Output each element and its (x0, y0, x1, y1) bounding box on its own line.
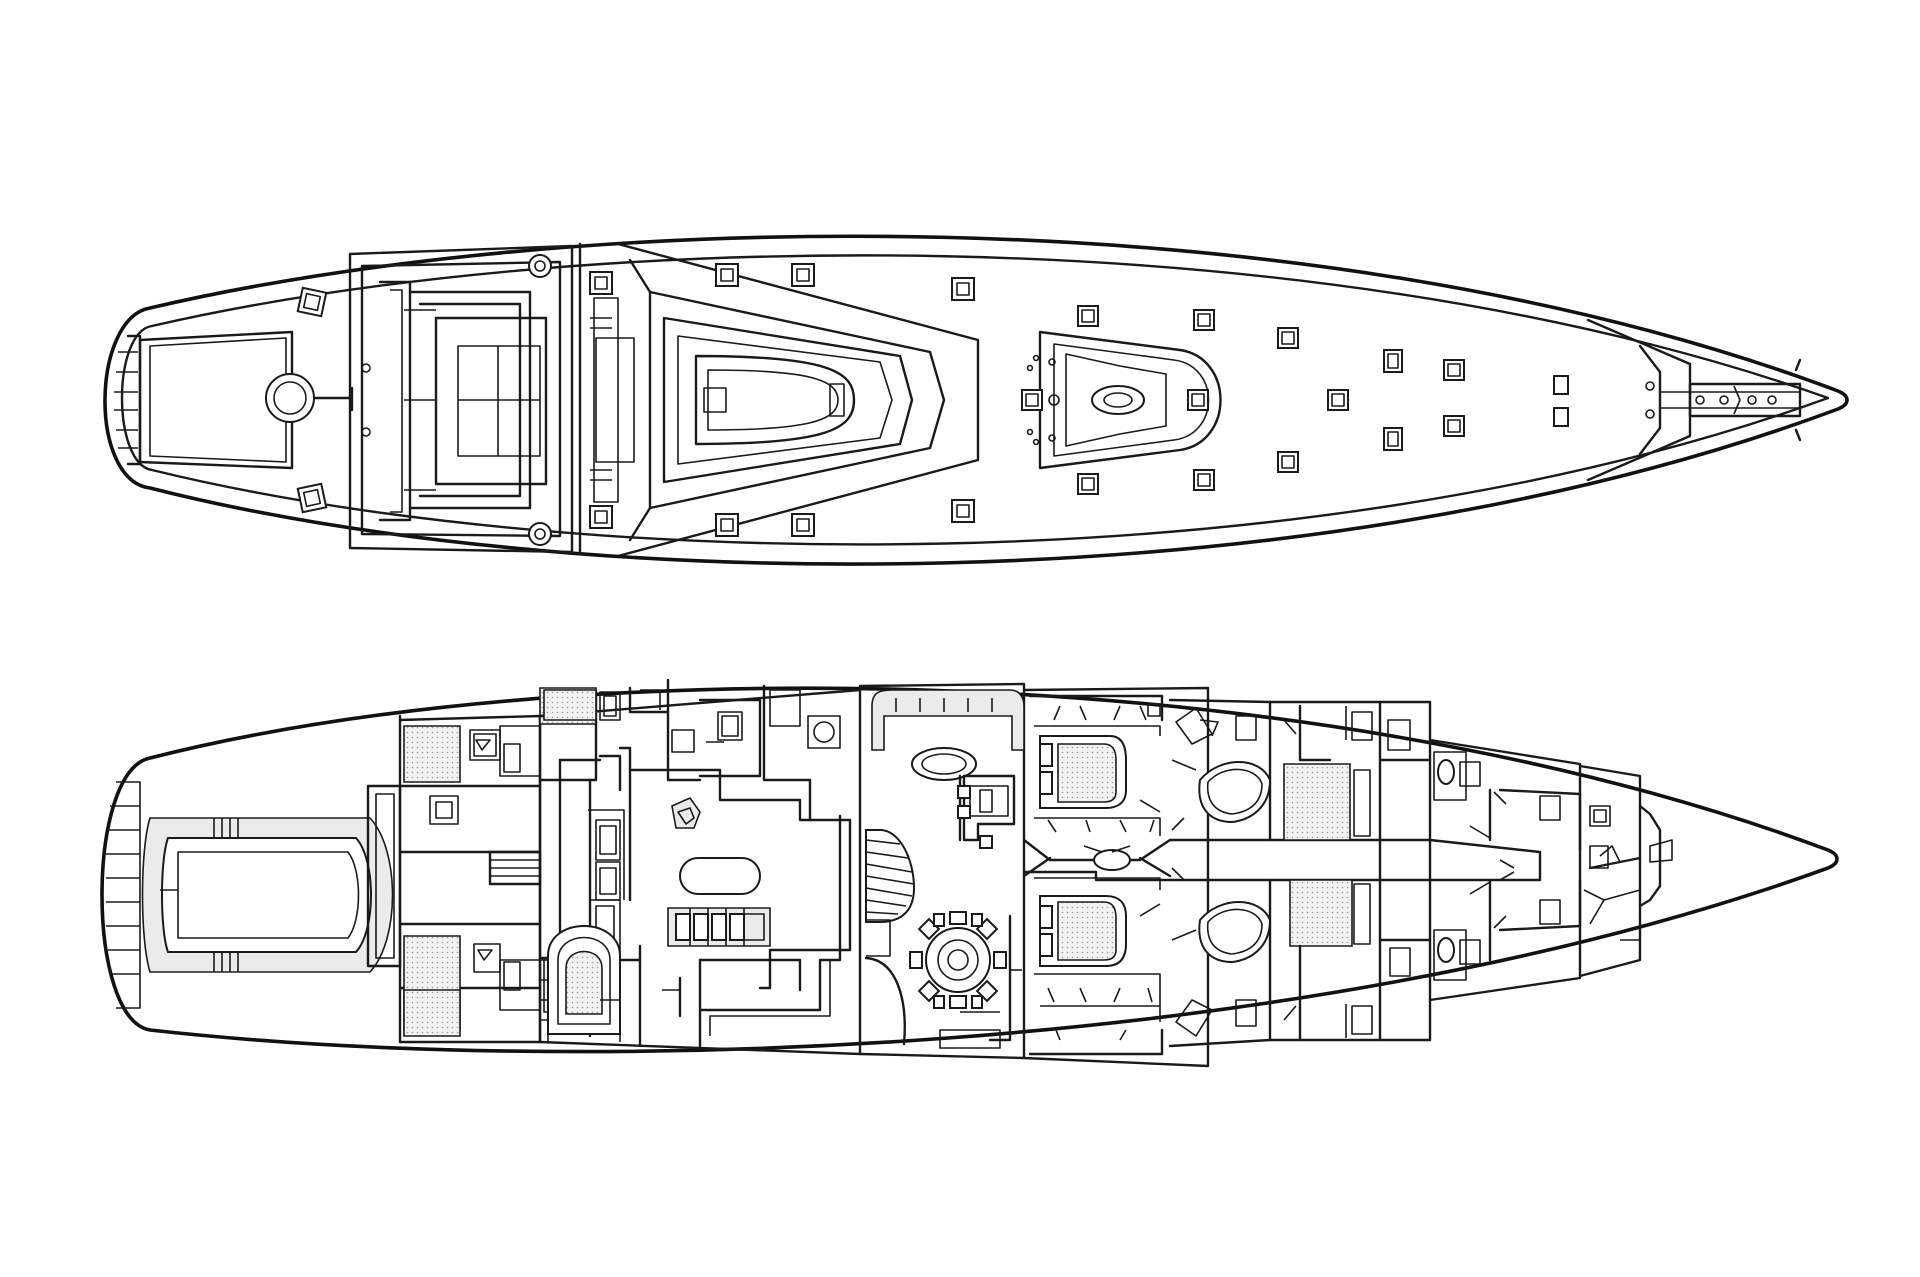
helm-station (265, 373, 354, 423)
dining-table (925, 927, 991, 993)
mast-icon (1091, 385, 1145, 415)
tender-garage (106, 714, 402, 1044)
guest-bathrooms (1168, 698, 1272, 1048)
tender-hatch (138, 330, 294, 470)
wheel-icon (265, 373, 315, 423)
winch-icon (528, 522, 552, 546)
galley-sink (671, 797, 701, 829)
deck-toerail (120, 254, 1830, 546)
toilet-icon (1437, 759, 1455, 785)
aft-cockpit (348, 244, 574, 554)
deck-plan (103, 234, 1849, 566)
accommodation-plan (100, 678, 1839, 1068)
coffee-table (911, 747, 977, 781)
galley (538, 678, 862, 1056)
forepeak (1428, 738, 1673, 1002)
guest-cabins (1022, 686, 1210, 1068)
deck-hull-outline (103, 234, 1849, 566)
stern-platform (114, 330, 294, 470)
coachroof (590, 242, 980, 558)
twin-cabins (1268, 700, 1432, 1042)
winch-icon (528, 254, 552, 278)
cockpit-table (434, 316, 548, 486)
deck-hatch (296, 286, 328, 318)
toilet-icon (1437, 937, 1455, 963)
skylight (662, 316, 914, 484)
dining-chairs (909, 911, 1007, 1009)
galley-island (679, 857, 761, 895)
deck-hatch (296, 482, 328, 514)
bow-fitting (1586, 318, 1802, 482)
mast-step (1021, 330, 1222, 470)
foredeck-hatches (1077, 305, 1569, 495)
saloon-sofa (871, 689, 1025, 751)
deck-hatches (589, 263, 975, 537)
